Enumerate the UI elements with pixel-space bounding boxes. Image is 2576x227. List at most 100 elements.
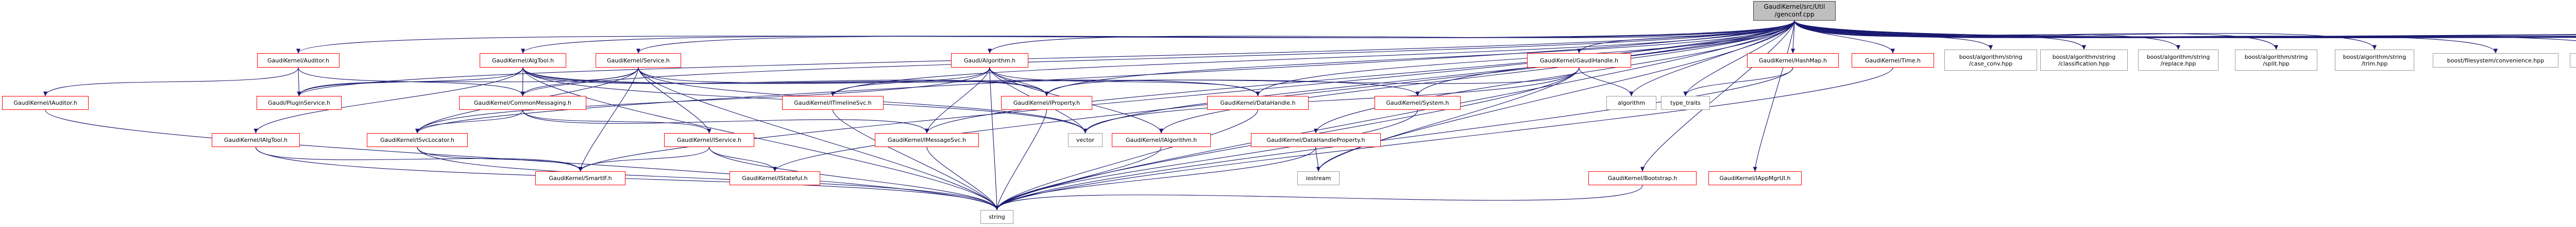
dependency-edge-root-to-vector	[1083, 20, 1795, 134]
node-label: GaudiKernel/Service.h	[607, 57, 670, 64]
dependency-edge-algtool_h-to-iproperty	[522, 67, 1049, 96]
node-label: GaudiKernel/System.h	[1386, 100, 1449, 106]
dependency-edge-root-to-commonmessaging	[520, 20, 1795, 96]
dependency-edge-datahandle-to-string	[995, 109, 1259, 210]
node-label: Gaudi/PluginService.h	[268, 100, 330, 106]
graph-node-algorithm_std: algorithm	[1606, 96, 1656, 110]
graph-node-case_conv: boost/algorithm/string/case_conv.hpp	[1944, 50, 2037, 71]
dependency-edge-hashmap_h-to-type_traits	[1683, 67, 1793, 96]
graph-node-isvclocator[interactable]: GaudiKernel/ISvcLocator.h	[367, 133, 468, 147]
dependency-edge-gaudi_algorithm_h-to-datahandle	[989, 67, 1260, 96]
dependency-edge-gaudi_algorithm_h-to-isvclocator	[415, 67, 990, 134]
graph-node-vector: vector	[1068, 133, 1103, 147]
dependency-edge-root-to-iappmgrui	[1753, 20, 1795, 172]
dependency-edge-root-to-sstream	[1794, 20, 2576, 38]
dependency-edge-bootstrap-to-string	[995, 185, 1643, 210]
node-label: GaudiKernel/IAlgorithm.h	[1125, 137, 1197, 143]
graph-node-datahandleproperty[interactable]: GaudiKernel/DataHandleProperty.h	[1251, 133, 1381, 147]
dependency-edge-root-to-isvclocator	[415, 20, 1795, 134]
dependency-edge-iservice-to-smartif	[578, 147, 710, 172]
node-label: boost/filesystem/convenience.hpp	[2447, 57, 2545, 64]
graph-node-hashmap_h[interactable]: GaudiKernel/HashMap.h	[1747, 53, 1839, 68]
node-label: /classification.hpp	[2058, 60, 2110, 67]
graph-node-replace: boost/algorithm/string/replace.hpp	[2138, 50, 2218, 71]
dependency-edge-root-to-pluginservice	[297, 20, 1795, 96]
graph-node-time_h[interactable]: GaudiKernel/Time.h	[1852, 53, 1934, 68]
graph-node-exception_fs: boost/filesystem/exception.hpp	[2570, 53, 2576, 68]
graph-node-algtool_h[interactable]: GaudiKernel/AlgTool.h	[480, 53, 566, 68]
node-label: GaudiKernel/IStateful.h	[742, 175, 808, 182]
node-label: /replace.hpp	[2160, 60, 2196, 67]
node-label: GaudiKernel/IService.h	[677, 137, 741, 143]
dependency-edge-root-to-itimelinesvc	[831, 20, 1795, 96]
node-label: /genconf.cpp	[1774, 11, 1815, 18]
dependency-edge-root-to-smartif	[578, 20, 1795, 172]
graph-node-ialgorithm[interactable]: GaudiKernel/IAlgorithm.h	[1112, 133, 1211, 147]
dependency-edge-ialgtool-to-smartif	[255, 147, 583, 172]
node-label: GaudiKernel/IAppMgrUI.h	[1719, 175, 1791, 182]
node-label: GaudiKernel/IMessageSvc.h	[887, 137, 966, 143]
graph-node-string: string	[980, 210, 1013, 224]
graph-node-ialgtool[interactable]: GaudiKernel/IAlgTool.h	[212, 133, 300, 147]
node-label: /case_conv.hpp	[1969, 60, 2013, 67]
graph-node-itimelinesvc[interactable]: GaudiKernel/ITimelineSvc.h	[782, 96, 884, 110]
dependency-edge-gaudihandle_h-to-iostream	[1316, 67, 1580, 172]
graph-node-gaudihandle_h[interactable]: GaudiKernel/GaudiHandle.h	[1527, 53, 1631, 68]
dependency-edge-datahandleproperty-to-string	[995, 147, 1316, 210]
node-label: boost/algorithm/string	[2343, 53, 2406, 60]
graph-node-iservice[interactable]: GaudiKernel/IService.h	[664, 133, 754, 147]
graph-node-auditor_h[interactable]: GaudiKernel/Auditor.h	[257, 53, 340, 68]
graph-node-convenience: boost/filesystem/convenience.hpp	[2433, 53, 2558, 68]
graph-node-commonmessaging[interactable]: GaudiKernel/CommonMessaging.h	[459, 96, 586, 110]
node-label: boost/algorithm/string	[2052, 53, 2116, 60]
dependency-edge-root-to-auditor_h	[296, 20, 1795, 54]
node-label: GaudiKernel/DataHandle.h	[1220, 100, 1296, 106]
graph-node-istateful[interactable]: GaudiKernel/IStateful.h	[730, 171, 820, 185]
dependency-edge-root-to-datahandle	[1256, 20, 1795, 96]
node-label: GaudiKernel/ISvcLocator.h	[380, 137, 454, 143]
dependency-edge-auditor_h-to-pluginservice	[297, 67, 301, 96]
dependency-edge-iservice-to-string	[708, 147, 999, 210]
graph-node-gaudi_algorithm_h[interactable]: Gaudi/Algorithm.h	[951, 53, 1028, 68]
node-label: GaudiKernel/IAuditor.h	[13, 100, 77, 106]
dependency-edge-root-to-log_trivial	[1794, 20, 2576, 38]
graph-node-pluginservice[interactable]: Gaudi/PluginService.h	[257, 96, 342, 110]
node-label: GaudiKernel/Bootstrap.h	[1607, 175, 1677, 182]
graph-node-system_h[interactable]: GaudiKernel/System.h	[1375, 96, 1461, 110]
graph-node-iproperty[interactable]: GaudiKernel/IProperty.h	[1001, 96, 1092, 110]
graph-node-iostream: iostream	[1297, 171, 1340, 185]
node-label: GaudiKernel/Time.h	[1865, 57, 1921, 64]
graph-node-imessagesvc[interactable]: GaudiKernel/IMessageSvc.h	[875, 133, 979, 147]
dependency-edge-iproperty-to-string	[995, 109, 1047, 210]
dependency-edge-root-to-type_traits	[1683, 20, 1795, 96]
graph-node-service_h[interactable]: GaudiKernel/Service.h	[596, 53, 681, 68]
dependency-edge-service_h-to-iservice	[638, 67, 711, 134]
dependency-edge-system_h-to-string	[995, 109, 1418, 210]
node-label: GaudiKernel/ITimelineSvc.h	[794, 100, 872, 106]
dependency-edge-root-to-bootstrap	[1640, 20, 1795, 172]
dependency-edge-commonmessaging-to-isvclocator	[415, 109, 523, 134]
node-label: GaudiKernel/GaudiHandle.h	[1539, 57, 1619, 64]
node-label: GaudiKernel/Auditor.h	[267, 57, 330, 64]
dependency-edge-datahandleproperty-to-iostream	[1315, 147, 1320, 172]
graph-node-iappmgrui[interactable]: GaudiKernel/IAppMgrUI.h	[1708, 171, 1802, 185]
dependency-edge-isvclocator-to-smartif	[417, 147, 583, 172]
node-label: vector	[1076, 137, 1094, 143]
graph-node-bootstrap[interactable]: GaudiKernel/Bootstrap.h	[1588, 171, 1697, 185]
graph-node-smartif[interactable]: GaudiKernel/SmartIF.h	[535, 171, 625, 185]
dependency-edge-algtool_h-to-string	[522, 67, 999, 210]
dependency-edge-gaudi_algorithm_h-to-itimelinesvc	[831, 67, 990, 96]
graph-node-datahandle[interactable]: GaudiKernel/DataHandle.h	[1207, 96, 1309, 110]
dependency-edge-service_h-to-string	[638, 67, 999, 210]
dependency-edge-service_h-to-smartif	[578, 67, 639, 172]
node-label: GaudiKernel/HashMap.h	[1759, 57, 1827, 64]
node-label: GaudiKernel/DataHandleProperty.h	[1266, 137, 1365, 143]
graph-node-trim: boost/algorithm/string/trim.hpp	[2335, 50, 2414, 71]
dependency-edge-isvclocator-to-string	[417, 147, 999, 210]
graph-node-iauditor_h[interactable]: GaudiKernel/IAuditor.h	[2, 96, 89, 110]
dependency-edge-ialgorithm-to-string	[995, 147, 1162, 210]
dependency-edge-gaudi_algorithm_h-to-imessagesvc	[925, 67, 990, 134]
dependency-edge-gaudi_algorithm_h-to-string	[989, 67, 999, 210]
dependency-edge-root-to-time_h	[1794, 20, 1895, 54]
